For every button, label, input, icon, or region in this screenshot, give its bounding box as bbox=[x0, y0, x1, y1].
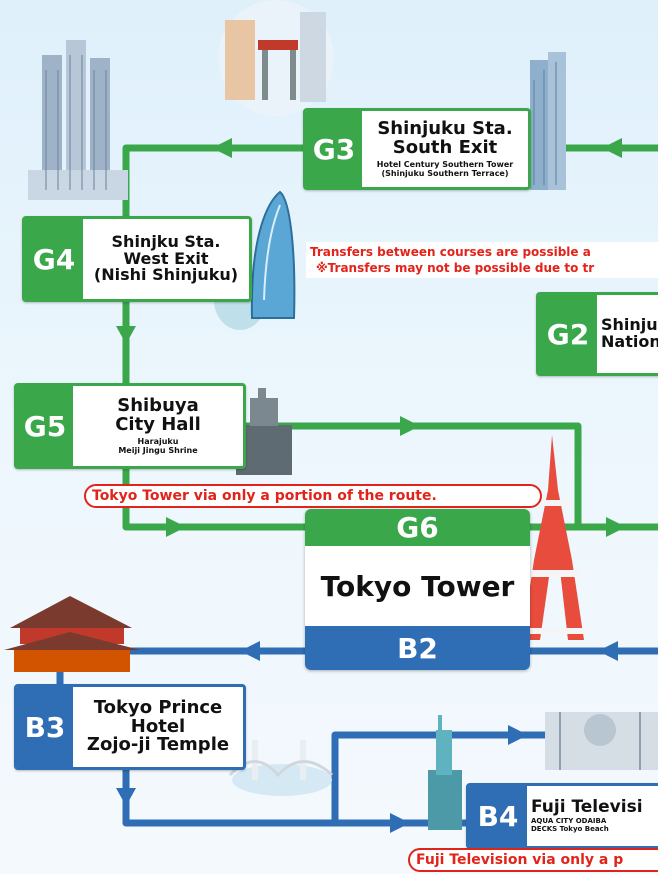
stop-code: B4 bbox=[469, 786, 527, 846]
stop-code: G4 bbox=[25, 219, 83, 299]
stop-subtitle: Harajuku bbox=[137, 436, 179, 446]
stop-name: City Hall bbox=[115, 413, 201, 435]
stop-name: Tokyo Tower bbox=[305, 546, 530, 626]
stop-code: G2 bbox=[539, 295, 597, 373]
stop-code: B3 bbox=[17, 687, 73, 767]
stop-name: West Exit bbox=[123, 248, 209, 268]
stop-subtitle: AQUA CITY ODAIBA bbox=[531, 816, 607, 825]
stop-g5[interactable]: G5 Shibuya City Hall Harajuku Meiji Jing… bbox=[14, 383, 246, 469]
zojo-ji-temple-illustration bbox=[4, 596, 140, 672]
stop-code: G3 bbox=[306, 111, 362, 187]
stop-name: South Exit bbox=[392, 136, 498, 158]
stop-name: Hotel bbox=[130, 715, 186, 737]
arrow-right-icon bbox=[390, 813, 410, 833]
arrow-down-icon bbox=[116, 788, 136, 806]
stop-g6-b2[interactable]: G6 Tokyo Tower B2 bbox=[305, 509, 530, 670]
tocho-illustration bbox=[28, 40, 128, 200]
arrow-down-icon bbox=[116, 326, 136, 344]
tokyo-tower-partial-notice: Tokyo Tower via only a portion of the ro… bbox=[84, 484, 542, 508]
arrow-left-icon bbox=[598, 641, 618, 661]
stop-subtitle: Meiji Jingu Shrine bbox=[118, 445, 198, 455]
stop-b4[interactable]: B4 Fuji Televisi AQUA CITY ODAIBA DECKS … bbox=[466, 783, 658, 849]
stop-name: Shibuya bbox=[117, 394, 199, 416]
stop-b3[interactable]: B3 Tokyo Prince Hotel Zojo-ji Temple bbox=[14, 684, 246, 770]
stop-name: Shinjuku Sta. bbox=[377, 117, 513, 139]
transfer-notice-line1: Transfers between courses are possible a bbox=[310, 245, 591, 259]
stop-code-g6: G6 bbox=[305, 509, 530, 546]
stop-code: G5 bbox=[17, 386, 73, 466]
arrow-right-icon bbox=[606, 517, 626, 537]
stop-name: Shinju bbox=[601, 315, 658, 335]
stop-subtitle: (Shinjuku Southern Terrace) bbox=[381, 168, 509, 178]
tokyo-tower-illustration bbox=[520, 435, 588, 640]
arrow-left-icon bbox=[212, 138, 232, 158]
stop-g3[interactable]: G3 Shinjuku Sta. South Exit Hotel Centur… bbox=[303, 108, 531, 190]
stop-name: Shinjku Sta. bbox=[111, 231, 221, 251]
stop-name: Fuji Televisi bbox=[531, 797, 643, 818]
stop-subtitle: DECKS Tokyo Beach bbox=[531, 824, 609, 833]
stop-g4[interactable]: G4 Shinjku Sta. West Exit (Nishi Shinjuk… bbox=[22, 216, 252, 302]
shinjuku-street-illustration bbox=[218, 0, 334, 116]
stop-subtitle: Hotel Century Southern Tower bbox=[376, 159, 514, 169]
fuji-tv-building-illustration bbox=[545, 712, 658, 770]
stop-name: (Nishi Shinjuku) bbox=[93, 265, 239, 285]
blue-arrows bbox=[116, 641, 618, 833]
stop-g2[interactable]: G2 Shinju Nation bbox=[536, 292, 658, 376]
green-arrows bbox=[116, 138, 626, 537]
statue-of-liberty-illustration bbox=[428, 715, 462, 830]
arrow-left-icon bbox=[240, 641, 260, 661]
transfer-notice-line2: ※Transfers may not be possible due to tr bbox=[316, 261, 595, 276]
arrow-right-icon bbox=[508, 725, 528, 745]
southern-tower-illustration bbox=[530, 52, 566, 190]
fuji-tv-partial-notice: Fuji Television via only a p bbox=[408, 848, 658, 872]
arrow-left-icon bbox=[602, 138, 622, 158]
stop-code-b2: B2 bbox=[305, 626, 530, 670]
stop-name: Nation bbox=[601, 332, 658, 351]
arrow-right-icon bbox=[166, 517, 186, 537]
arrow-right-icon bbox=[400, 416, 420, 436]
transfer-notice: Transfers between courses are possible a… bbox=[306, 242, 658, 279]
stop-name: Zojo-ji Temple bbox=[86, 734, 230, 756]
stop-name: Tokyo Prince bbox=[93, 696, 223, 718]
